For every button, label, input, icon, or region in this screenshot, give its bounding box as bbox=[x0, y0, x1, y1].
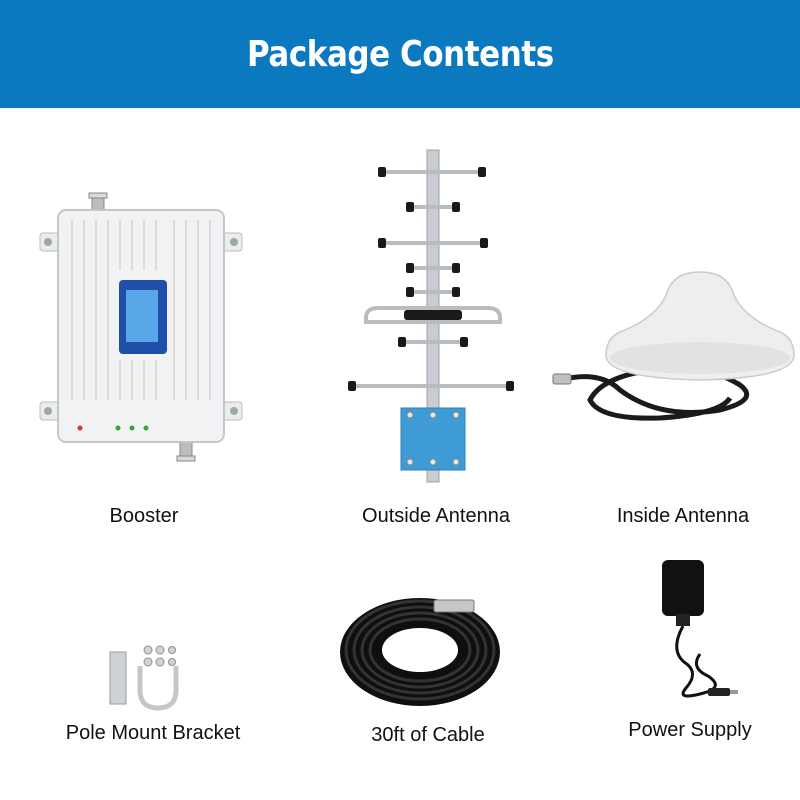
caption-outside-antenna: Outside Antenna bbox=[362, 505, 510, 527]
page-title: Package Contents bbox=[246, 33, 554, 75]
caption-power-supply: Power Supply bbox=[628, 719, 752, 741]
caption-pole-mount-bracket: Pole Mount Bracket bbox=[65, 722, 241, 744]
caption-cable: 30ft of Cable bbox=[371, 724, 485, 746]
caption-booster: Booster bbox=[109, 505, 179, 527]
header-banner: Package Contents bbox=[0, 0, 800, 108]
caption-inside-antenna: Inside Antenna bbox=[616, 505, 750, 527]
